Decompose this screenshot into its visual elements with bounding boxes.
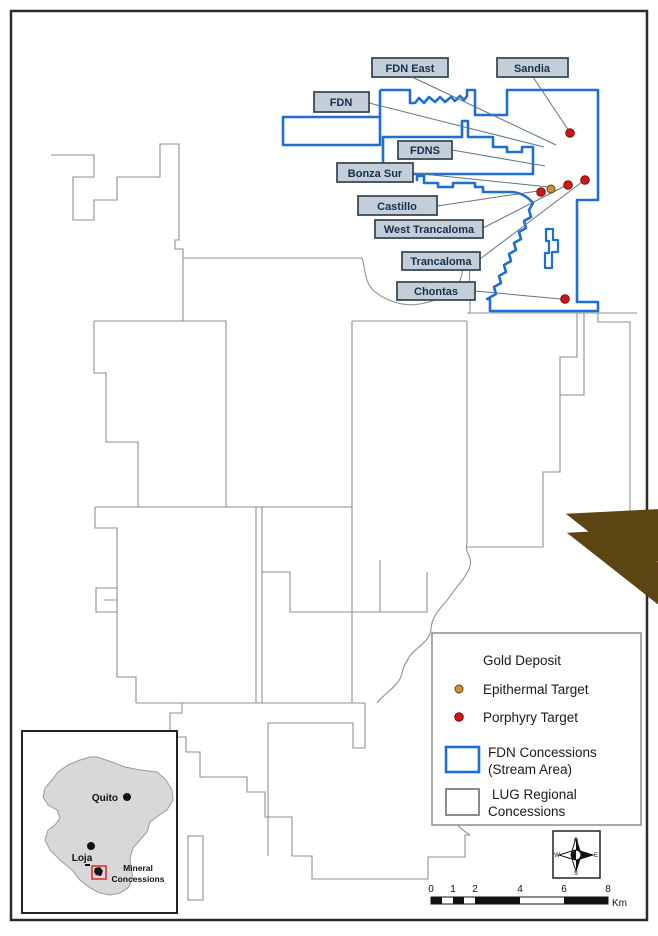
callout-chontas-label: Chontas bbox=[414, 286, 458, 298]
legend-fdn-swatch bbox=[444, 745, 481, 774]
legend: Gold Deposit Epithermal Target Porphyry … bbox=[431, 632, 658, 936]
regional-concession-boundaries bbox=[51, 143, 631, 880]
callout-fdn-east-label: FDN East bbox=[386, 63, 435, 75]
compass-n: N bbox=[574, 839, 578, 845]
loja-tick bbox=[85, 864, 90, 866]
fdn-concessions-outline bbox=[281, 88, 600, 313]
compass-star-shaded-half bbox=[576, 838, 593, 871]
mineral-concessions-shape bbox=[94, 867, 103, 876]
inset-note-line2: Concessions bbox=[112, 874, 165, 884]
ecuador-outline bbox=[42, 756, 174, 896]
fdn-west-arm bbox=[281, 90, 382, 147]
compass-s: S bbox=[574, 871, 578, 877]
compass-w: W bbox=[554, 853, 560, 859]
callout-west-trancaloma: West Trancaloma bbox=[374, 219, 484, 239]
callout-castillo: Castillo bbox=[357, 195, 438, 216]
leader-trancaloma bbox=[479, 181, 583, 260]
scale-seg-2 bbox=[453, 897, 464, 904]
porphyry-target-dot-west-trancaloma bbox=[563, 180, 573, 190]
fdn-inner-boundary bbox=[381, 119, 535, 176]
leader-fdns bbox=[451, 149, 546, 167]
legend-epithermal-icon bbox=[454, 684, 464, 694]
callout-labels: FDN East Sandia FDN FDNS Bonza Sur Casti… bbox=[313, 57, 569, 301]
fdn-island-parcel bbox=[543, 227, 560, 270]
scale-tick-4: 4 bbox=[517, 884, 523, 895]
legend-box bbox=[431, 632, 642, 826]
leader-bonza-sur bbox=[412, 172, 550, 188]
compass-e: E bbox=[594, 853, 598, 859]
scale-unit: Km bbox=[612, 898, 627, 909]
callout-fdn-label: FDN bbox=[330, 97, 353, 109]
compass-rose: N E S W bbox=[552, 830, 601, 879]
fdn-main-boundary bbox=[380, 88, 600, 313]
callout-sandia-label: Sandia bbox=[514, 63, 551, 75]
scale-seg-1 bbox=[431, 897, 442, 904]
scale-tick-8: 8 bbox=[605, 884, 611, 895]
legend-fdn-line1: FDN Concessions bbox=[488, 745, 597, 760]
callout-castillo-label: Castillo bbox=[377, 201, 417, 213]
inset-map: Quito Loja Mineral Concessions bbox=[21, 730, 178, 914]
legend-porphyry-label: Porphyry Target bbox=[483, 710, 578, 725]
loja-label: Loja bbox=[72, 853, 93, 864]
quito-city-dot bbox=[123, 793, 131, 801]
leader-castillo bbox=[436, 190, 539, 207]
scale-bar: 0 1 2 4 6 8 Km bbox=[428, 884, 627, 909]
loja-city-dot bbox=[87, 842, 95, 850]
leader-sandia bbox=[532, 76, 570, 132]
legend-fdn-line2: (Stream Area) bbox=[488, 762, 572, 777]
porphyry-target-dot-chontas bbox=[560, 294, 570, 304]
callout-bonza-sur: Bonza Sur bbox=[336, 162, 414, 183]
legend-epithermal-label: Epithermal Target bbox=[483, 682, 589, 697]
scale-tick-2: 2 bbox=[472, 884, 478, 895]
scale-tick-6: 6 bbox=[561, 884, 567, 895]
porphyry-target-dot-trancaloma bbox=[580, 175, 590, 185]
quito-label: Quito bbox=[92, 793, 118, 804]
porphyry-target-dot-sandia bbox=[565, 128, 575, 138]
scale-seg-3 bbox=[475, 897, 520, 904]
callout-fdns-label: FDNS bbox=[410, 145, 440, 157]
callout-bonza-sur-label: Bonza Sur bbox=[348, 168, 403, 180]
leader-fdn bbox=[368, 102, 545, 148]
scale-tick-0: 0 bbox=[428, 884, 434, 895]
small-regional-parcel bbox=[187, 835, 204, 901]
callout-trancaloma: Trancaloma bbox=[401, 251, 481, 271]
callout-sandia: Sandia bbox=[496, 57, 569, 78]
callout-fdn: FDN bbox=[313, 91, 370, 113]
callout-fdns: FDNS bbox=[397, 140, 453, 160]
legend-gold-deposit-label: Gold Deposit bbox=[483, 653, 561, 668]
epithermal-target-dot-bonza-sur bbox=[546, 184, 556, 194]
porphyry-target-dot-castillo bbox=[536, 187, 546, 197]
scale-seg-4 bbox=[564, 897, 608, 904]
legend-lug-swatch bbox=[445, 788, 480, 816]
leader-fdn-east bbox=[411, 76, 557, 146]
legend-porphyry-icon bbox=[454, 712, 464, 722]
compass-hub-shaded bbox=[571, 850, 576, 860]
callout-chontas: Chontas bbox=[396, 281, 476, 301]
callout-fdn-east: FDN East bbox=[371, 57, 449, 78]
leader-chontas bbox=[474, 290, 562, 300]
inset-note-line1: Mineral bbox=[123, 863, 153, 873]
deposit-markers bbox=[536, 128, 658, 861]
scale-tick-1: 1 bbox=[450, 884, 456, 895]
mineral-concessions-highlight-box bbox=[91, 865, 107, 880]
legend-lug-line2: Concessions bbox=[488, 804, 566, 819]
callout-trancaloma-label: Trancaloma bbox=[410, 256, 472, 268]
legend-lug-line1: LUG Regional bbox=[492, 787, 577, 802]
callout-west-trancaloma-label: West Trancaloma bbox=[384, 224, 475, 236]
